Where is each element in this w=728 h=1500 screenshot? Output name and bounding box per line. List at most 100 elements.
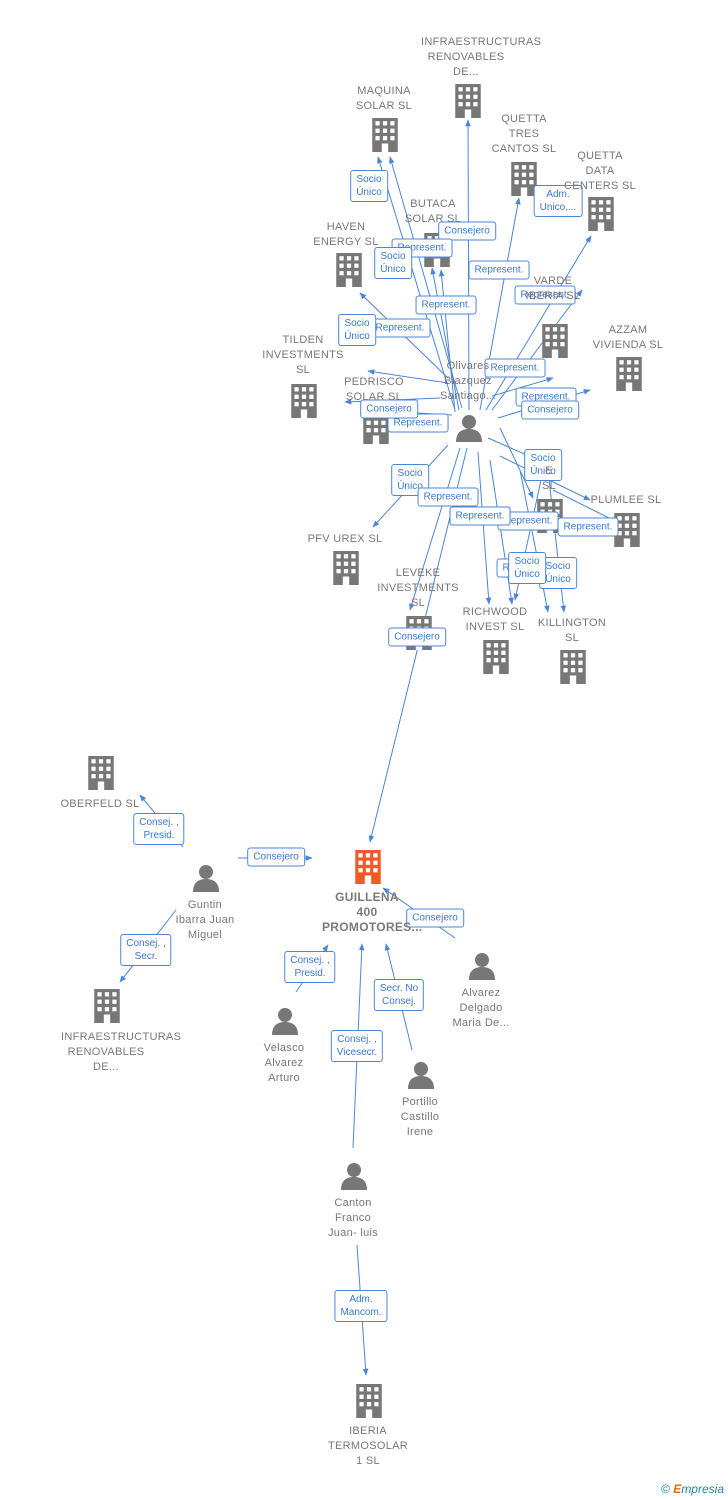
haven-label[interactable]: HAVEN ENERGY SL [301,220,391,250]
edge-label-canton-guillena[interactable]: Consej. ,Vicesecr. [330,1030,384,1062]
infra_bot-building-icon[interactable] [94,989,120,1023]
edge-olivares-azzam [499,427,534,499]
edge-label-olivares-plumlee[interactable]: Represent. [557,517,619,537]
plumlee-label[interactable]: PLUMLEE SL [581,493,671,508]
richwood-label-line: INVEST SL [465,621,525,633]
haven-label-line: ENERGY SL [313,236,379,248]
edge-label-guntin-oberfeld[interactable]: Consej. ,Presid. [133,813,185,845]
iberia-building-icon[interactable] [356,1384,382,1418]
edge-olivares-leveke [477,451,492,605]
velasco-label-line: Velasco [263,1042,305,1054]
edge-label-olivares-quetta_tres[interactable]: Represent. [468,260,530,280]
edge-label-canton-iberia[interactable]: Adm.Mancom. [334,1290,388,1322]
olivares-person-icon[interactable] [456,415,482,442]
pedrisco-label-line: PEDRISCO [344,376,404,388]
pfv-building-icon[interactable] [333,551,359,585]
empresia-logo[interactable]: © Empresia [661,1482,724,1496]
leveke-label-line: SL [410,597,426,609]
edge-label-guntin-infra_bot[interactable]: Consej. ,Secr. [120,934,172,966]
guntin-person-icon[interactable] [193,865,219,892]
quetta_data-building-icon[interactable] [588,197,614,231]
guntin-label-line: Ibarra Juan [175,914,235,926]
butaca-label[interactable]: BUTACA SOLAR SL [388,197,478,227]
edge-label-velasco-guillena[interactable]: Consej. ,Presid. [284,951,336,983]
haven-building-icon[interactable] [336,253,362,287]
edge-olivares-varde [491,289,583,411]
maquina-building-icon[interactable] [372,118,398,152]
maquina-label-line: SOLAR SL [355,100,413,112]
canton-person-icon[interactable] [341,1163,367,1190]
alvarez-person-icon[interactable] [469,953,495,980]
pedrisco-label[interactable]: PEDRISCO SOLAR SL [329,375,419,405]
oberfeld-building-icon[interactable] [88,756,114,790]
edge-label-olivares-richwood[interactable]: Represent. [449,506,511,526]
velasco-label-line: Alvarez [264,1057,304,1069]
quetta_tres-label-line: QUETTA [501,113,547,125]
edge-label-olivares-azzam[interactable]: Consejero [521,400,579,420]
edge-label-olivares-varde[interactable]: Represent. [514,285,576,305]
richwood-building-icon[interactable] [483,640,509,674]
pedrisco-label-line: SOLAR SL [345,391,403,403]
varde-building-icon[interactable] [542,324,568,358]
tilden-building-icon[interactable] [291,384,317,418]
guntin-label-line: Miguel [187,929,223,941]
azzam-building-icon[interactable] [616,357,642,391]
edge-label-olivares-butaca[interactable]: Represent. [415,295,477,315]
plumlee-label-line: PLUMLEE SL [590,494,662,506]
copyright-symbol: © [661,1482,670,1496]
edge-label-alvarez-guillena[interactable]: Consejero [406,908,464,928]
butaca-label-line: SOLAR SL [404,213,462,225]
pfv-label[interactable]: PFV UREX SL [300,532,390,547]
killington-building-icon[interactable] [560,650,586,684]
velasco-person-icon[interactable] [272,1008,298,1035]
quetta_data-label-line: QUETTA [577,150,623,162]
portillo-person-icon[interactable] [408,1062,434,1089]
edge-label-olivares-haven[interactable]: Represent. [369,318,431,338]
edge-label-guntin-guillena[interactable]: Consejero [247,847,305,867]
alvarez-label-line: Alvarez [461,987,501,999]
edge-label-olivares-pedrisco[interactable]: Represent. [484,358,546,378]
guillena-building-icon[interactable] [355,850,381,884]
infra_top-building-icon[interactable] [455,84,481,118]
oberfeld-label[interactable]: OBERFELD SL [55,797,145,812]
edge-label-olivares-pedrisco[interactable]: Consejero [360,399,418,419]
edge-olivares-azzam [491,377,554,397]
edge-label-olivares-quetta_data[interactable]: Adm.Unico,... [533,185,583,217]
pfv-label-line: PFV UREX SL [307,533,383,545]
edge-label-olivares-guillena[interactable]: Consejero [388,627,446,647]
edge-olivares-infra_top [465,119,471,411]
edge-olivares-butaca [438,269,456,413]
edge-label-olivares-pfv[interactable]: Represent. [417,487,479,507]
edge-label-olivares-infra_top[interactable]: Consejero [438,221,496,241]
edge-olivares-tilden [367,369,449,384]
butaca-label-line: BUTACA [410,198,456,210]
haven-label-line: HAVEN [326,221,366,233]
